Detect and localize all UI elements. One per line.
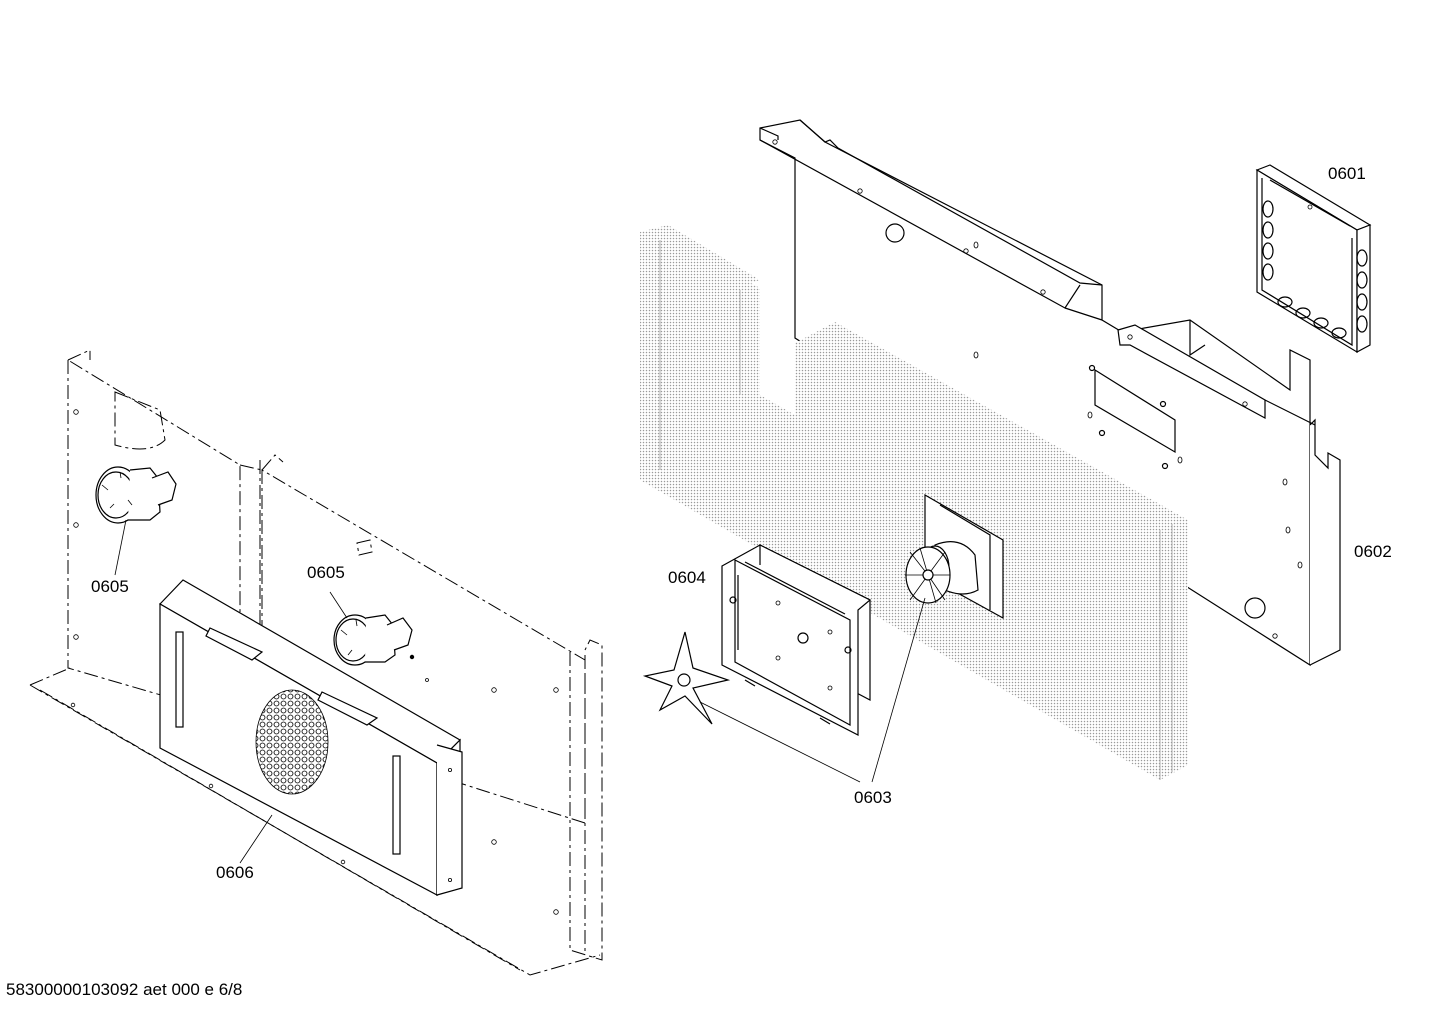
label-0605-right: 0605 — [307, 563, 345, 582]
label-0602: 0602 — [1354, 542, 1392, 561]
fan-impeller — [905, 546, 951, 604]
insulation-blocks — [640, 225, 1188, 780]
part-labels: 0601 0602 0603 0604 0605 0605 0606 — [91, 164, 1392, 882]
label-0605-left: 0605 — [91, 577, 129, 596]
label-0606: 0606 — [216, 863, 254, 882]
label-0601: 0601 — [1328, 164, 1366, 183]
oven-cavity-outline — [29, 349, 603, 976]
leader-lines-left — [114, 519, 348, 864]
oven-lamp-right — [333, 614, 415, 666]
oven-lamp-left — [95, 466, 177, 524]
junction-box — [1255, 164, 1372, 354]
document-reference-footer: 58300000103092 aet 000 e 6/8 — [6, 980, 243, 999]
leader-lines-right — [699, 597, 926, 783]
fan-cover — [159, 579, 463, 897]
star-fan-blade — [642, 631, 731, 725]
label-0604: 0604 — [668, 568, 706, 587]
label-0603: 0603 — [854, 788, 892, 807]
motor-mounting-bracket — [721, 544, 872, 736]
